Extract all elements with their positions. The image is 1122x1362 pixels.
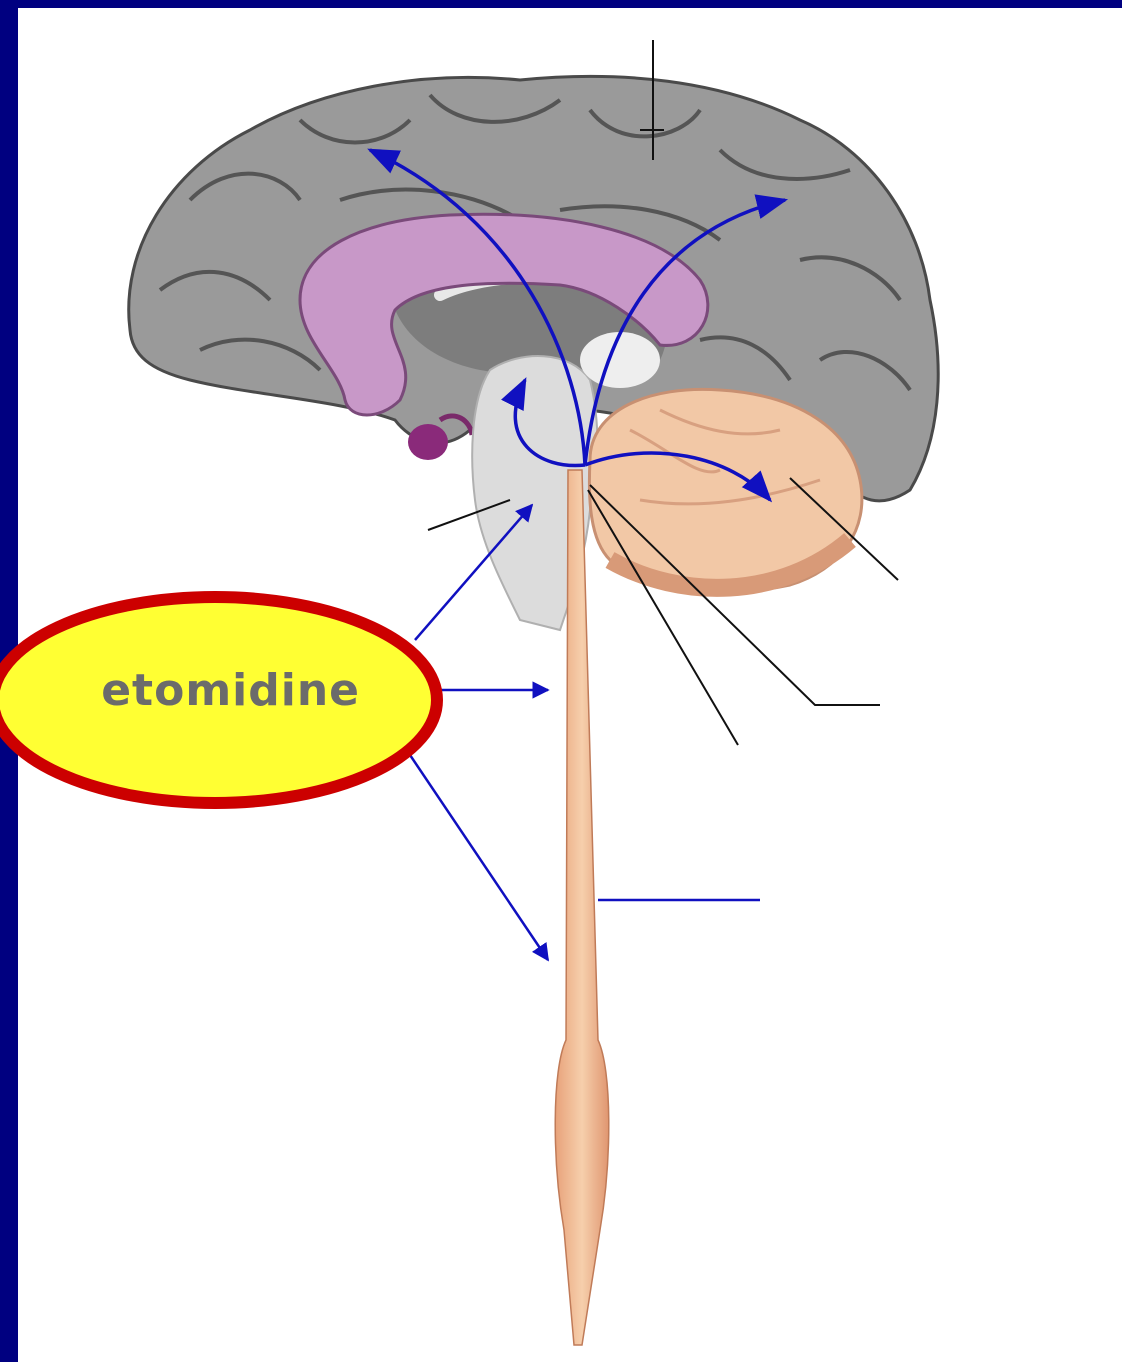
arrow-to-lower-cord	[410, 755, 548, 960]
drug-label-text: etomidine	[0, 640, 360, 740]
